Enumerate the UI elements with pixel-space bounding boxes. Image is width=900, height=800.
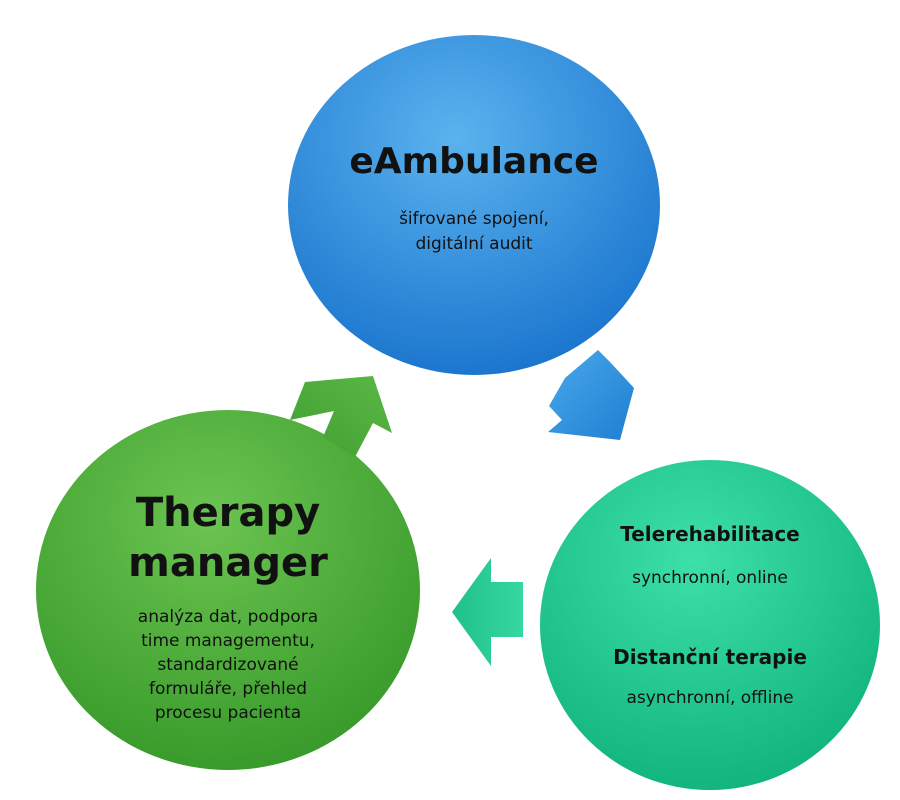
distancni-terapie-title: Distanční terapie bbox=[613, 645, 807, 669]
therapy-desc-line2: time managementu, bbox=[141, 631, 315, 651]
arrow-left-icon bbox=[452, 558, 523, 666]
therapy-manager-title-line2: manager bbox=[128, 540, 328, 586]
therapy-manager-title-line1: Therapy bbox=[135, 490, 321, 536]
arrow-up-right-icon bbox=[290, 376, 392, 457]
eambulance-circle bbox=[288, 35, 660, 375]
arrow-down-right-icon bbox=[548, 350, 634, 440]
distancni-terapie-desc: asynchronní, offline bbox=[626, 688, 794, 708]
therapy-desc-line1: analýza dat, podpora bbox=[137, 607, 319, 627]
therapy-desc-line5: procesu pacienta bbox=[154, 703, 302, 723]
telerehab-title: Telerehabilitace bbox=[620, 522, 800, 546]
therapy-manager-circle bbox=[36, 410, 420, 770]
eambulance-subtitle-line2: digitální audit bbox=[415, 234, 533, 254]
eambulance-subtitle-line1: šifrované spojení, bbox=[399, 209, 549, 229]
telerehab-circle bbox=[540, 460, 880, 790]
therapy-desc-line4: formuláře, přehled bbox=[148, 679, 308, 699]
telerehab-desc: synchronní, online bbox=[632, 568, 788, 588]
eambulance-title: eAmbulance bbox=[349, 141, 599, 182]
therapy-desc-line3: standardizované bbox=[157, 655, 299, 675]
